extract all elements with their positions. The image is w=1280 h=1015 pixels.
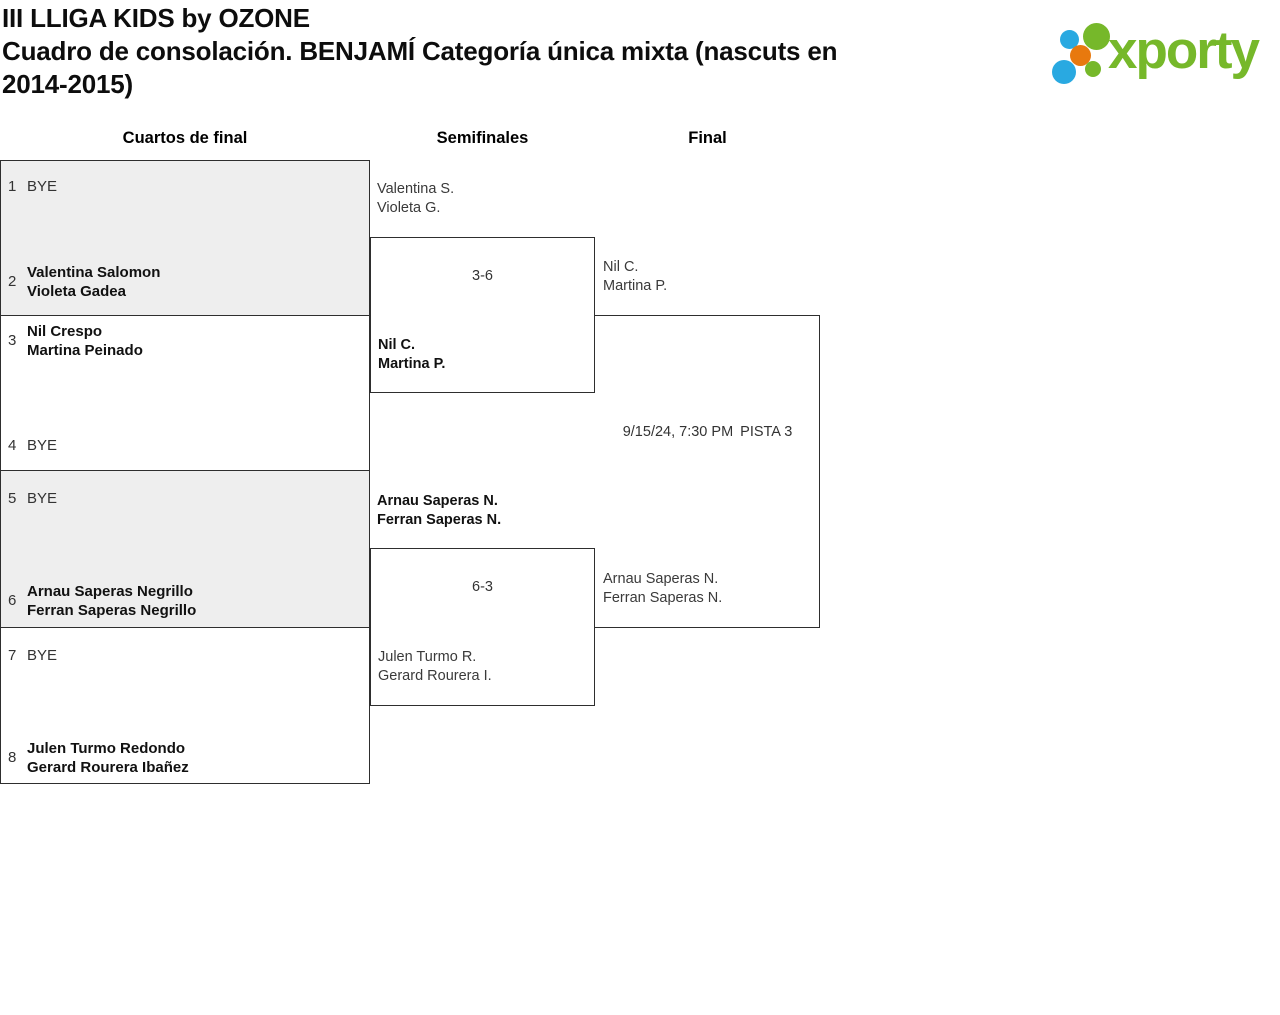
- seed-number-5: 5: [8, 490, 17, 507]
- final-bottom-team: Arnau Saperas N. Ferran Saperas N.: [603, 570, 722, 607]
- player-name: Arnau Saperas N.: [377, 493, 498, 509]
- player-name: Nil C.: [603, 259, 639, 275]
- qf-entry-4-bye: BYE: [27, 437, 58, 454]
- qf-entry-5-bye: BYE: [27, 490, 58, 507]
- player-name: Violeta Gadea: [27, 283, 126, 300]
- column-header-quarterfinals: Cuartos de final: [122, 129, 248, 147]
- qf-entry-3-team: Nil Crespo Martina Peinado: [27, 322, 143, 360]
- player-name: Martina P.: [603, 277, 668, 294]
- sf2-bottom-team: Julen Turmo R. Gerard Rourera I.: [378, 648, 492, 685]
- logo-dot-green-large-icon: [1083, 23, 1110, 50]
- player-name: Julen Turmo Redondo: [27, 740, 186, 757]
- column-header-final: Final: [688, 129, 727, 147]
- player-name: Martina Peinado: [27, 342, 143, 359]
- sf1-top-team: Valentina S. Violeta G.: [377, 180, 454, 217]
- sf2-score: 6-3: [472, 579, 493, 595]
- player-name: Nil Crespo: [27, 323, 103, 340]
- player-name: Ferran Saperas N.: [603, 589, 723, 606]
- seed-number-6: 6: [8, 592, 17, 609]
- seed-number-3: 3: [8, 332, 17, 349]
- sf1-bottom-team: Nil C. Martina P.: [378, 336, 445, 373]
- logo-dot-orange-icon: [1070, 45, 1091, 66]
- page-title: III LLIGA KIDS by OZONE: [2, 3, 310, 33]
- player-name: Arnau Saperas Negrillo: [27, 583, 193, 600]
- semifinal-match-box-2: [370, 548, 595, 706]
- qf-entry-7-bye: BYE: [27, 647, 58, 664]
- xporty-logo: xporty: [1048, 14, 1278, 96]
- player-name: Valentina Salomon: [27, 264, 161, 281]
- semifinal-match-box-1: [370, 237, 595, 393]
- final-schedule: 9/15/24, 7:30 PM PISTA 3: [595, 424, 820, 440]
- qf-entry-6-team: Arnau Saperas Negrillo Ferran Saperas Ne…: [27, 582, 196, 620]
- player-name: Gerard Rourera Ibañez: [27, 759, 189, 776]
- logo-dot-blue-large-icon: [1052, 60, 1076, 84]
- player-name: Martina P.: [378, 355, 446, 372]
- qf-entry-2-team: Valentina Salomon Violeta Gadea: [27, 263, 160, 301]
- quarterfinal-match-box-3: [0, 470, 370, 628]
- player-name: Ferran Saperas Negrillo: [27, 602, 197, 619]
- quarterfinal-match-box-4: [0, 627, 370, 784]
- qf-entry-1-bye: BYE: [27, 178, 58, 195]
- page-subtitle-line1: Cuadro de consolación. BENJAMÍ Categoría…: [2, 36, 838, 66]
- seed-number-7: 7: [8, 647, 17, 664]
- player-name: Ferran Saperas N.: [377, 511, 502, 528]
- final-top-team: Nil C. Martina P.: [603, 258, 667, 295]
- seed-number-1: 1: [8, 178, 17, 195]
- page-subtitle-line2: 2014-2015): [2, 69, 133, 99]
- player-name: Violeta G.: [377, 199, 441, 216]
- final-court: PISTA 3: [740, 424, 793, 440]
- seed-number-2: 2: [8, 273, 17, 290]
- seed-number-8: 8: [8, 749, 17, 766]
- logo-wordmark: xporty: [1108, 21, 1260, 80]
- logo-dot-blue-small-icon: [1060, 30, 1079, 49]
- player-name: Julen Turmo R.: [378, 649, 477, 665]
- player-name: Valentina S.: [377, 181, 455, 197]
- player-name: Nil C.: [378, 337, 416, 353]
- logo-dot-green-small-icon: [1085, 61, 1101, 77]
- sf2-top-team: Arnau Saperas N. Ferran Saperas N.: [377, 492, 501, 529]
- sf1-score: 3-6: [472, 268, 493, 284]
- final-match-box: [595, 315, 820, 628]
- seed-number-4: 4: [8, 437, 17, 454]
- final-datetime: 9/15/24, 7:30 PM: [622, 424, 734, 440]
- player-name: Arnau Saperas N.: [603, 571, 719, 587]
- qf-entry-8-team: Julen Turmo Redondo Gerard Rourera Ibañe…: [27, 739, 189, 777]
- player-name: Gerard Rourera I.: [378, 667, 492, 684]
- quarterfinal-match-box-2: [0, 315, 370, 471]
- quarterfinal-match-box-1: [0, 160, 370, 316]
- column-header-semifinals: Semifinales: [436, 129, 529, 147]
